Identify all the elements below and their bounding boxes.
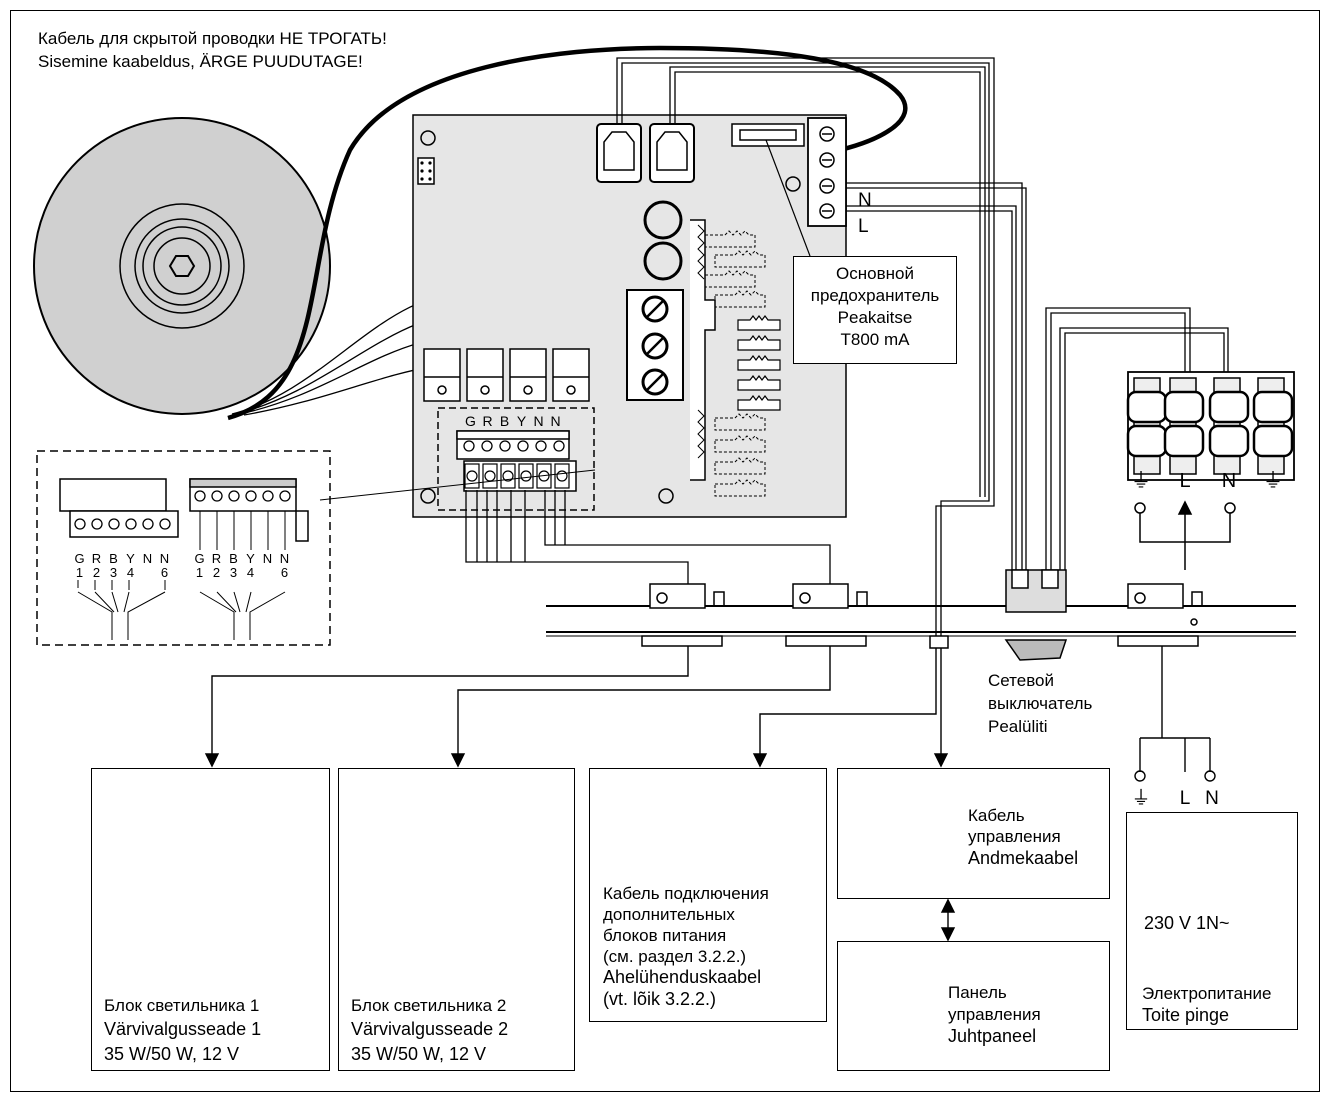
- inset-right-letter-n2: N: [279, 551, 290, 566]
- main-fuse-box: Основной предохранитель Peakaitse T800 m…: [793, 256, 957, 364]
- inset-left-number-3: 3: [109, 565, 118, 580]
- inset-right-letter-n1: N: [262, 551, 273, 566]
- connector-letter-b: B: [499, 413, 510, 429]
- inset-left-letter-b: B: [109, 551, 118, 566]
- warning-line-1: Кабель для скрытой проводки НЕ ТРОГАТЬ!: [38, 29, 387, 48]
- inset-right-letter-r: R: [211, 551, 222, 566]
- connector-letter-g: G: [465, 413, 476, 429]
- inset-left-letter-g: G: [74, 551, 85, 566]
- control-panel-line-2: управления: [948, 1005, 1041, 1024]
- inset-left-letter-y: Y: [126, 551, 135, 566]
- link-cable-line-2: дополнительных: [603, 905, 735, 924]
- terminal-l-label: L: [1179, 470, 1191, 492]
- connector-letter-n1: N: [533, 413, 544, 429]
- inset-right-letter-y: Y: [246, 551, 255, 566]
- lamp-unit-2-line-1: Блок светильника 2: [351, 996, 507, 1015]
- power-supply-line-2: Toite pinge: [1142, 1005, 1230, 1025]
- link-cable-line-5: Ahelühenduskaabel: [603, 967, 762, 987]
- toroidal-transformer: [33, 117, 331, 415]
- control-cable-box: Кабель управления Andmekaabel: [837, 768, 1110, 899]
- board-mains-terminal: [807, 117, 847, 227]
- lamp-unit-1-line-1: Блок светильника 1: [104, 996, 260, 1015]
- inset-left-number-6: 6: [160, 565, 169, 580]
- control-panel-line-3: Juhtpaneel: [948, 1026, 1037, 1046]
- power-supply-line-1: Электропитание: [1142, 984, 1272, 1003]
- power-switch-line-1: Сетевой: [988, 671, 1055, 690]
- supply-l-label: L: [1179, 788, 1191, 809]
- lamp-unit-1-line-2: Värvivalgusseade 1: [104, 1019, 262, 1039]
- inset-right-letter-g: G: [194, 551, 205, 566]
- inset-left-number-1: 1: [75, 565, 84, 580]
- chassis-plate: [546, 569, 1296, 661]
- mains-terminal-block: [1126, 371, 1295, 570]
- supply-n-label: N: [1205, 788, 1219, 809]
- circuit-board: [412, 114, 847, 518]
- lamp-unit-2-box: Блок светильника 2 Värvivalgusseade 2 35…: [338, 768, 575, 1071]
- inset-left-letter-n2: N: [159, 551, 170, 566]
- inset-left-number-4: 4: [126, 565, 135, 580]
- main-fuse-line-3: Peakaitse: [837, 308, 913, 327]
- link-cable-line-1: Кабель подключения: [603, 884, 769, 903]
- power-switch-line-2: выключатель: [988, 694, 1093, 713]
- terminal-earth-right-label: ⏚: [1263, 470, 1283, 492]
- inset-right-letter-b: B: [229, 551, 238, 566]
- lamp-unit-1-line-3: 35 W/50 W, 12 V: [104, 1044, 240, 1064]
- terminal-n-label: N: [1221, 470, 1237, 492]
- inset-left-letter-n1: N: [142, 551, 153, 566]
- lamp-unit-2-line-2: Värvivalgusseade 2: [351, 1019, 509, 1039]
- inset-left-number-2: 2: [92, 565, 101, 580]
- terminal-earth-left-label: ⏚: [1131, 470, 1151, 492]
- link-cable-line-3: блоков питания: [603, 926, 727, 945]
- power-supply-voltage: 230 V 1N~: [1144, 913, 1230, 933]
- l-label: L: [858, 216, 869, 237]
- control-cable-line-2: управления: [968, 827, 1061, 846]
- control-cable-line-1: Кабель: [968, 806, 1025, 825]
- power-switch-line-3: Pealüliti: [988, 717, 1048, 736]
- n-label: N: [858, 190, 872, 211]
- lamp-unit-1-box: Блок светильника 1 Värvivalgusseade 1 35…: [91, 768, 330, 1071]
- hidden-cable: [227, 45, 908, 421]
- link-cable-line-6: (vt. lõik 3.2.2.): [603, 989, 717, 1009]
- inset-right-number-4: 4: [246, 565, 255, 580]
- control-panel-line-1: Панель: [948, 983, 1007, 1002]
- mains-wires: [846, 182, 1229, 570]
- diagram-frame: [10, 10, 1320, 1092]
- control-cable-line-3: Andmekaabel: [968, 848, 1079, 868]
- link-cable-box: Кабель подключения дополнительных блоков…: [589, 768, 827, 1022]
- connector-letter-r: R: [482, 413, 493, 429]
- power-supply-box: 230 V 1N~ Электропитание Toite pinge: [1126, 812, 1298, 1030]
- inset-right-number-1: 1: [195, 565, 204, 580]
- control-panel-box: Панель управления Juhtpaneel: [837, 941, 1110, 1071]
- lamp-unit-2-line-3: 35 W/50 W, 12 V: [351, 1044, 487, 1064]
- main-fuse-line-4: T800 mA: [840, 330, 910, 349]
- lamp-wires: [319, 469, 831, 600]
- link-cable-line-4: (см. раздел 3.2.2.): [603, 947, 747, 966]
- inset-right-number-3: 3: [229, 565, 238, 580]
- output-arrows: [204, 646, 1216, 942]
- main-fuse-line-1: Основной: [836, 264, 914, 283]
- warning-line-2: Sisemine kaabeldus, ÄRGE PUUDUTAGE!: [38, 52, 363, 71]
- connector-inset: [36, 450, 331, 646]
- connector-letter-n2: N: [550, 413, 561, 429]
- inset-left-letter-r: R: [91, 551, 102, 566]
- inset-right-number-6: 6: [280, 565, 289, 580]
- inset-right-number-2: 2: [212, 565, 221, 580]
- supply-earth-label: ⏚: [1131, 788, 1151, 809]
- main-fuse-line-2: предохранитель: [810, 286, 940, 305]
- connector-letter-y: Y: [516, 413, 527, 429]
- rj-cables: [616, 57, 995, 640]
